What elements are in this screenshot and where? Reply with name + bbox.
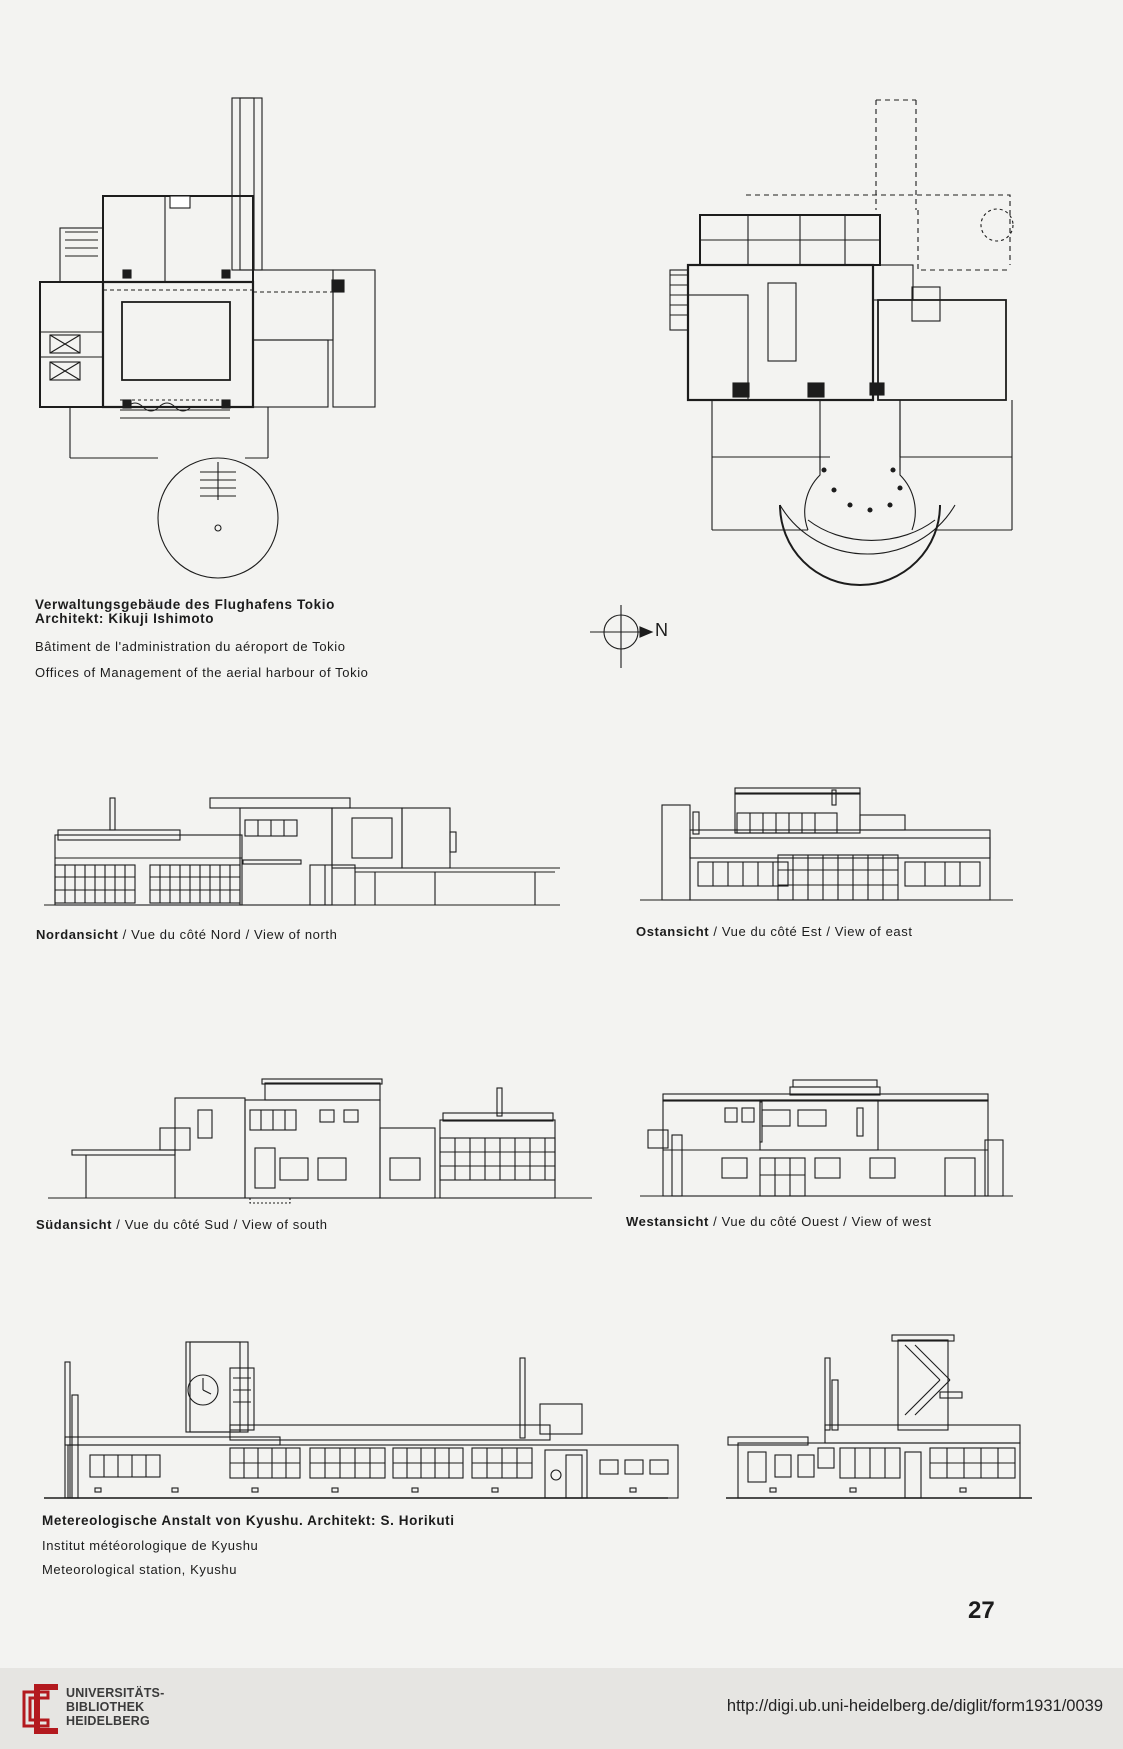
caption-east: Ostansicht / Vue du côté Est / View of e… (636, 924, 913, 939)
elevation-meteorological-station-side (726, 1334, 1032, 1499)
document-url-link[interactable]: http://digi.ub.uni-heidelberg.de/diglit/… (726, 1697, 1103, 1715)
architectural-drawings (39, 97, 1032, 1499)
station-title-english: Meteorological station, Kyushu (42, 1562, 238, 1577)
elevation-west (640, 1079, 1013, 1197)
library-name-line3: HEIDELBERG (66, 1714, 150, 1728)
building-title: Verwaltungsgebäude des Flughafens Tokio (35, 597, 335, 612)
station-title-french: Institut météorologique de Kyushu (42, 1538, 259, 1553)
floor-plan-ground (39, 97, 376, 579)
library-name-line1: UNIVERSITÄTS- (66, 1686, 165, 1700)
caption-south-bold: Südansicht (36, 1217, 113, 1232)
page-number: 27 (968, 1597, 995, 1624)
caption-north-bold: Nordansicht (36, 927, 119, 942)
compass-label: N (655, 620, 668, 640)
elevation-south (48, 1078, 592, 1204)
building-title-english: Offices of Management of the aerial harb… (35, 665, 369, 680)
elevation-north (44, 797, 560, 906)
compass-north-arrow (590, 605, 654, 668)
caption-west-bold: Westansicht (626, 1214, 709, 1229)
library-name-line2: BIBLIOTHEK (66, 1700, 145, 1714)
station-title: Metereologische Anstalt von Kyushu. Arch… (42, 1513, 455, 1528)
library-name: UNIVERSITÄTS- BIBLIOTHEK HEIDELBERG (66, 1686, 164, 1728)
caption-south-rest: / Vue du côté Sud / View of south (112, 1217, 328, 1232)
book-page: Verwaltungsgebäude des Flughafens Tokio … (0, 0, 1123, 1668)
caption-north: Nordansicht / Vue du côté Nord / View of… (36, 927, 337, 942)
caption-east-rest: / Vue du côté Est / View of east (709, 924, 913, 939)
caption-south: Südansicht / Vue du côté Sud / View of s… (36, 1217, 328, 1232)
viewer-footer: UNIVERSITÄTS- BIBLIOTHEK HEIDELBERG http… (0, 1668, 1123, 1749)
caption-west: Westansicht / Vue du côté Ouest / View o… (626, 1214, 932, 1229)
elevation-east (640, 787, 1013, 901)
building-architect: Architekt: Kikuji Ishimoto (35, 611, 215, 626)
floor-plan-upper (669, 99, 1014, 586)
building-title-french: Bâtiment de l'administration du aéroport… (35, 639, 346, 654)
caption-east-bold: Ostansicht (636, 924, 710, 939)
caption-west-rest: / Vue du côté Ouest / View of west (708, 1214, 932, 1229)
university-library-logo-icon (22, 1684, 58, 1734)
elevation-meteorological-station-main (44, 1341, 679, 1499)
caption-north-rest: / Vue du côté Nord / View of north (118, 927, 338, 942)
